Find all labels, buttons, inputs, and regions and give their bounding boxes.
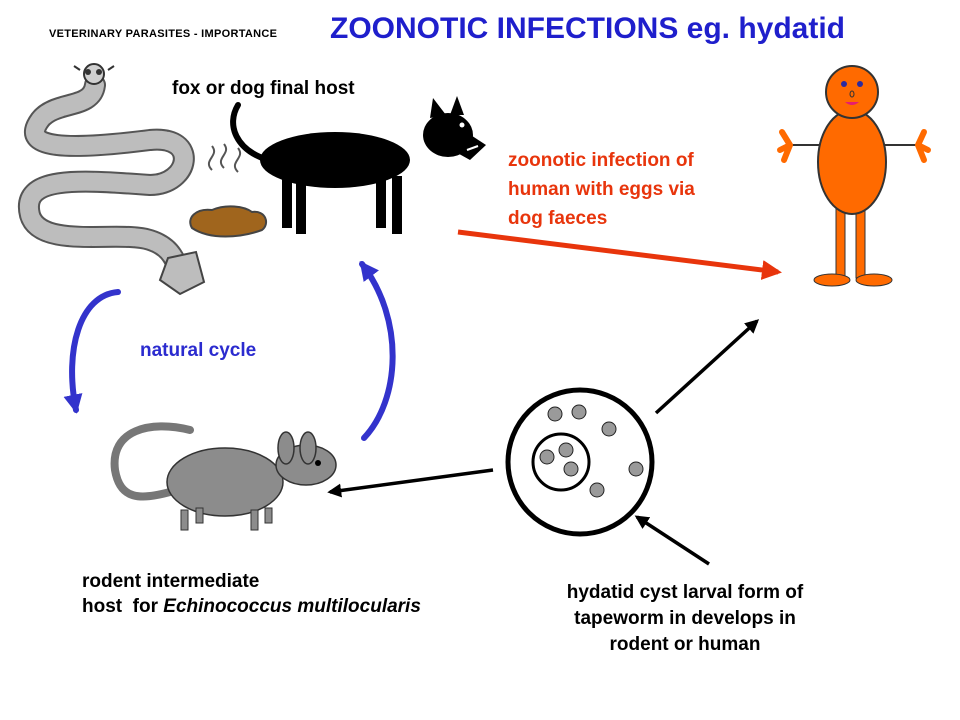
- zoonotic-arrow: [457, 229, 782, 280]
- natural-cycle-label: natural cycle: [140, 340, 257, 361]
- cyst-line-1: hydatid cyst larval form of: [566, 582, 804, 603]
- hydatid-cyst-label: hydatid cyst larval form of tapeworm in …: [500, 580, 870, 658]
- rodent-line-1: rodent intermediate: [82, 571, 260, 592]
- protoscolex-icon: [539, 404, 644, 498]
- dog-icon: [230, 96, 486, 234]
- zoonotic-infection-label: zoonotic infection of human with eggs vi…: [508, 146, 695, 233]
- zoonotic-line-1: zoonotic infection of: [508, 150, 694, 171]
- zoonotic-line-3: dog faeces: [508, 208, 608, 229]
- slide-subtitle: VETERINARY PARASITES - IMPORTANCE: [49, 28, 278, 40]
- final-host-label: fox or dog final host: [172, 78, 355, 99]
- human-icon: [777, 65, 931, 287]
- rodent-line-2: host for Echinococcus multilocularis: [82, 594, 421, 619]
- zoonotic-line-2: human with eggs via: [508, 179, 695, 200]
- natural-cycle-arrows: [63, 260, 396, 441]
- cyst-arrows: [327, 319, 760, 566]
- tapeworm-icon: [18, 63, 206, 296]
- slide-title: ZOONOTIC INFECTIONS eg. hydatid: [330, 12, 846, 45]
- hydatid-cyst-icon: [505, 387, 655, 537]
- species-name: Echinococcus multilocularis: [163, 596, 421, 617]
- rodent-icon: [110, 422, 337, 531]
- rodent-line-2-prefix: host for: [82, 596, 164, 617]
- cyst-line-2: tapeworm in develops in: [574, 608, 796, 629]
- rodent-host-label: rodent intermediate host for Echinococcu…: [82, 569, 421, 619]
- cyst-line-3: rodent or human: [609, 634, 761, 655]
- faeces-icon: [189, 143, 268, 238]
